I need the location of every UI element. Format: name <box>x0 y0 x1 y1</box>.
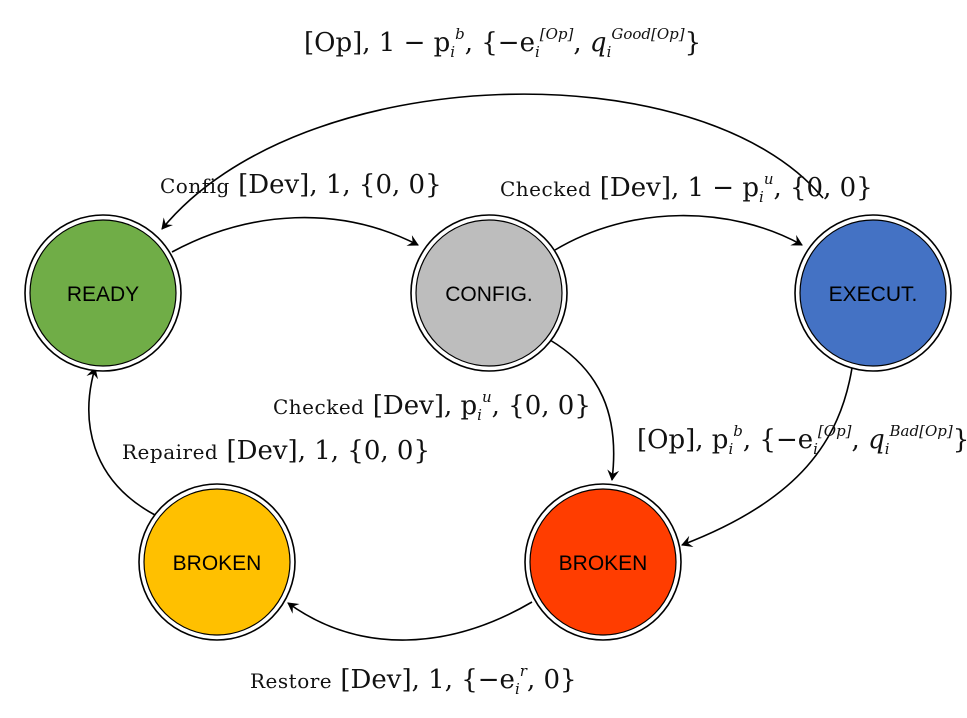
edge-brokenrepair-to-ready <box>86 367 156 516</box>
edge-broken-to-brokenrepair <box>287 601 533 641</box>
node-config-label: CONFIG. <box>445 283 533 306</box>
node-broken-fail-fill <box>529 488 677 636</box>
edge-execut-to-broken <box>681 367 853 548</box>
label-op-good: [Op], 1 − pib, {−ei[Op], qiGood[Op]} <box>304 25 702 61</box>
node-broken-fail-label: BROKEN <box>559 552 648 575</box>
node-config: CONFIG. <box>410 214 568 372</box>
node-execut-label: EXECUT. <box>829 283 918 306</box>
node-broken-repair-fill <box>143 488 291 636</box>
label-op-bad: [Op], pib, {−ei[Op], qiBad[Op]} <box>637 422 967 458</box>
edge-execut-to-ready <box>161 93 824 230</box>
node-ready: READY <box>24 214 182 372</box>
node-ready-fill <box>29 219 177 367</box>
label-config-dev: Config [Dev], 1, {0, 0} <box>160 170 442 200</box>
label-checked-fail: Checked [Dev], 1 − piu, {0, 0} <box>500 170 873 206</box>
node-config-fill <box>415 219 563 367</box>
edge-ready-to-config <box>171 216 419 253</box>
node-ready-label: READY <box>67 283 139 306</box>
node-broken-repair: BROKEN <box>138 483 296 641</box>
edge-config-to-broken <box>549 339 620 481</box>
edge-config-to-execut <box>554 214 803 251</box>
label-repaired: Repaired [Dev], 1, {0, 0} <box>122 436 431 466</box>
node-execut: EXECUT. <box>794 214 952 372</box>
label-restore: Restore [Dev], 1, {−eir, 0} <box>250 662 577 698</box>
node-execut-fill <box>799 219 947 367</box>
label-checked-ok: Checked [Dev], piu, {0, 0} <box>273 388 591 424</box>
node-broken-repair-label: BROKEN <box>173 552 262 575</box>
node-broken-fail: BROKEN <box>524 483 682 641</box>
